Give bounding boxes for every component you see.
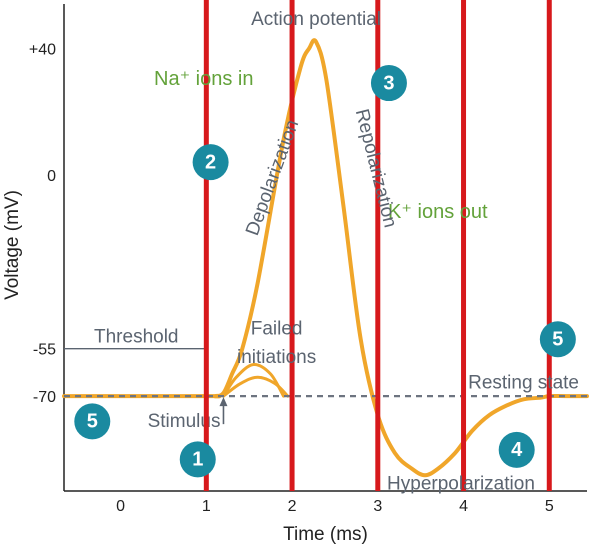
x-tick-label-0: 0 bbox=[116, 498, 125, 515]
red-marker-4 bbox=[461, 0, 467, 491]
step-badge-3 bbox=[498, 431, 535, 468]
red-marker-3 bbox=[375, 0, 381, 491]
y-tick-label-40: +40 bbox=[29, 41, 56, 58]
annotation-8: Hyperpolarization bbox=[387, 474, 535, 495]
step-badge-label-1: 2 bbox=[205, 151, 216, 173]
x-axis-title: Time (ms) bbox=[283, 524, 368, 545]
red-marker-1 bbox=[203, 0, 209, 491]
stimulus-label: Stimulus bbox=[148, 411, 221, 432]
x-tick-label-2: 2 bbox=[288, 498, 297, 515]
annotation-6: initiations bbox=[237, 347, 316, 368]
annotation-1: Na⁺ ions in bbox=[154, 68, 254, 90]
step-badge-label-5: 5 bbox=[552, 328, 563, 350]
annotation-7: Resting state bbox=[468, 372, 579, 393]
stimulus-arrow-head bbox=[219, 397, 228, 407]
red-marker-2 bbox=[289, 0, 295, 491]
step-badge-0 bbox=[179, 441, 216, 478]
failed-initiation-curve-1 bbox=[222, 362, 285, 398]
red-marker-5 bbox=[546, 0, 552, 491]
y-tick-label-neg55: -55 bbox=[33, 342, 56, 359]
annotation-5: Failed bbox=[251, 319, 303, 340]
step-badge-2 bbox=[370, 65, 407, 102]
x-tick-label-4: 4 bbox=[459, 498, 468, 515]
annotation-4: Repolarization bbox=[351, 107, 401, 230]
step-badge-label-2: 3 bbox=[383, 72, 394, 94]
annotation-2: K⁺ ions out bbox=[388, 201, 488, 223]
x-tick-label-1: 1 bbox=[202, 498, 211, 515]
x-tick-label-3: 3 bbox=[373, 498, 382, 515]
step-badge-label-0: 1 bbox=[192, 449, 203, 471]
action-potential-curve bbox=[62, 38, 589, 478]
y-tick-label-neg70: -70 bbox=[33, 389, 56, 406]
step-badge-label-3: 4 bbox=[511, 439, 523, 461]
threshold-label: Threshold bbox=[94, 327, 179, 348]
y-axis-title: Voltage (mV) bbox=[2, 190, 23, 300]
step-badge-4 bbox=[74, 403, 111, 440]
step-badge-label-4: 5 bbox=[87, 411, 98, 433]
step-badge-1 bbox=[192, 144, 229, 181]
failed-initiation-curve-2 bbox=[222, 375, 290, 398]
annotation-0: Action potential bbox=[251, 9, 381, 30]
y-tick-label-0: 0 bbox=[47, 168, 56, 185]
x-tick-label-5: 5 bbox=[545, 498, 554, 515]
step-badge-5 bbox=[539, 321, 576, 358]
